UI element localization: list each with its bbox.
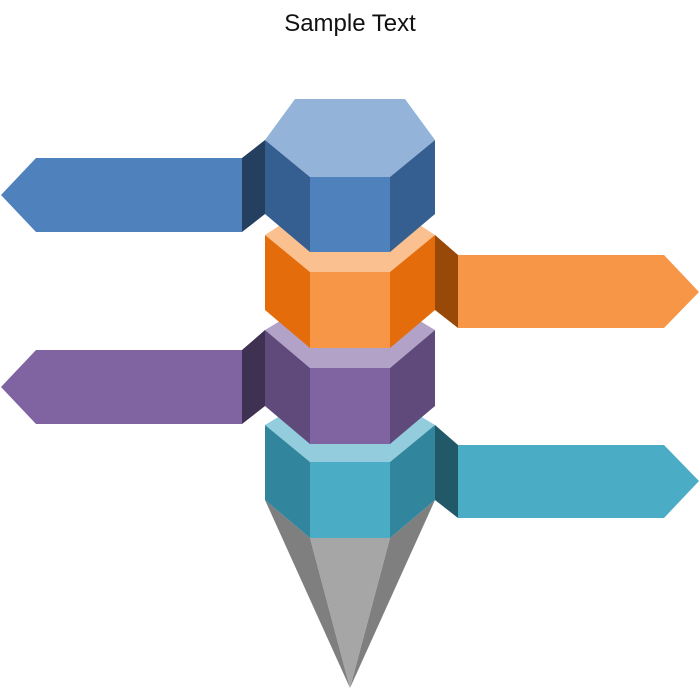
segment-4-front-face <box>310 462 390 538</box>
segment-3-left-face <box>265 330 310 444</box>
segment-1 <box>1 99 435 252</box>
segment-2-right-face <box>390 235 435 348</box>
segment-3-arrow-shade <box>242 330 265 424</box>
segment-1-top-face <box>265 99 435 177</box>
segment-3-front-face <box>310 368 390 444</box>
segment-3-right-face <box>390 330 435 444</box>
pencil-tip-front-face <box>310 538 390 688</box>
diagram-title: Sample Text <box>284 10 416 37</box>
segment-4-right-face <box>390 425 435 538</box>
segment-3-arrow <box>1 350 242 424</box>
segment-2-left-face <box>265 235 310 348</box>
pencil-tip-right-face <box>350 500 435 688</box>
pencil-tip <box>265 500 435 688</box>
segment-4-arrow <box>458 445 699 518</box>
segment-2-arrow <box>458 255 699 328</box>
segment-4-left-face <box>265 425 310 538</box>
segment-1-left-face <box>265 140 310 252</box>
pencil-tip-left-face <box>265 500 350 688</box>
segment-1-arrow <box>1 158 242 232</box>
segment-2-front-face <box>310 272 390 348</box>
segment-1-arrow-shade <box>242 140 265 232</box>
segment-2-arrow-shade <box>435 235 458 328</box>
segment-1-front-face <box>310 177 390 252</box>
segment-1-right-face <box>390 140 435 252</box>
segment-4-arrow-shade <box>435 425 458 518</box>
